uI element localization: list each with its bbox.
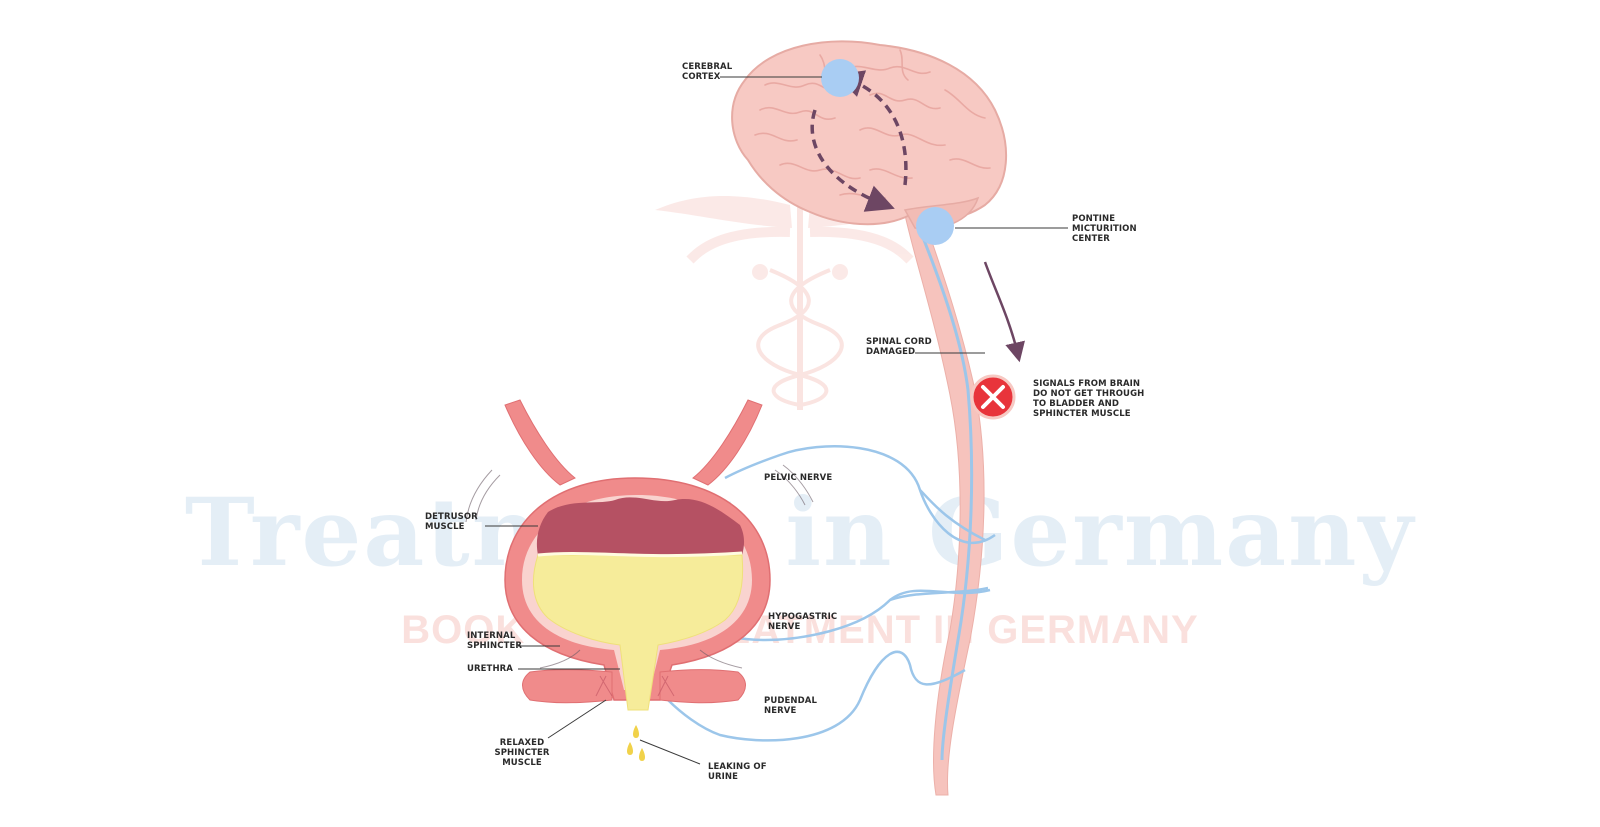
- label-pontine-micturition-center: PONTINE MICTURITION CENTER: [1072, 214, 1137, 244]
- label-cerebral-cortex: CEREBRAL CORTEX: [682, 62, 733, 82]
- cortex-to-pontine-signal: [810, 109, 895, 212]
- cerebral-cortex-node: [821, 59, 859, 97]
- label-signals-blocked: SIGNALS FROM BRAIN DO NOT GET THROUGH TO…: [1033, 379, 1145, 419]
- spinal-nerve-tract: [918, 229, 974, 761]
- descending-signal-arrow: [983, 261, 1025, 363]
- pontine-center-node: [916, 207, 954, 245]
- pudendal-nerve-path: [667, 650, 966, 742]
- label-detrusor-muscle: DETRUSOR MUSCLE: [425, 512, 478, 532]
- pontine-to-cortex-signal: [835, 70, 908, 186]
- label-pudendal-nerve: PUDENDAL NERVE: [764, 696, 817, 716]
- watermark-title: Treatment in Germany: [184, 478, 1416, 588]
- label-relaxed-sphincter-muscle: RELAXED SPHINCTER MUSCLE: [494, 738, 550, 768]
- label-hypogastric-nerve: HYPOGASTRIC NERVE: [768, 612, 838, 632]
- label-urethra: URETHRA: [467, 664, 513, 674]
- x-circle-icon: [970, 374, 1016, 420]
- label-pelvic-nerve: PELVIC NERVE: [764, 473, 833, 483]
- brain: [731, 40, 1008, 230]
- label-internal-sphincter: INTERNAL SPHINCTER: [467, 631, 523, 651]
- label-spinal-cord-damaged: SPINAL CORD DAMAGED: [866, 337, 932, 357]
- pelvic-nerve-path: [724, 445, 996, 544]
- label-leaking-of-urine: LEAKING OF URINE: [708, 762, 767, 782]
- bladder: [465, 399, 814, 761]
- leader-lines: [485, 76, 1068, 765]
